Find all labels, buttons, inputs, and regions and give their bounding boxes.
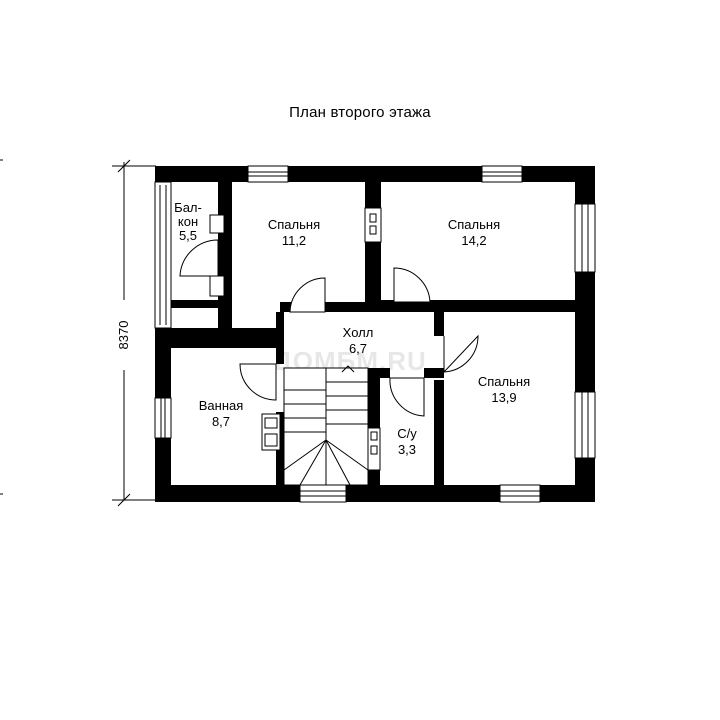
hall-label: Холл — [343, 325, 374, 340]
bedroom-1-label: Спальня — [268, 217, 320, 232]
bedroom-1-area: 11,2 — [282, 233, 306, 248]
bedroom-2-label: Спальня — [448, 217, 500, 232]
dimension-line: 8370 — [112, 159, 156, 507]
wc-area: 3,3 — [398, 442, 416, 457]
staircase — [283, 365, 369, 486]
bedroom-2-area: 14,2 — [461, 233, 486, 248]
room-bedroom-3: Спальня 13,9 — [478, 374, 530, 405]
balcony-label-line1: Бал- — [174, 200, 202, 215]
room-hall: Холл 6,7 — [343, 325, 374, 356]
wc-label: С/у — [397, 426, 417, 441]
room-bedroom-1: Спальня 11,2 — [268, 217, 320, 248]
door-swings — [179, 239, 479, 417]
room-wc: С/у 3,3 — [397, 426, 417, 457]
balcony-area: 5,5 — [179, 228, 197, 243]
bathroom-label: Ванная — [199, 398, 244, 413]
dimension-label: 8370 — [116, 321, 131, 350]
bedroom-3-area: 13,9 — [491, 390, 516, 405]
room-bathroom: Ванная 8,7 — [199, 398, 244, 429]
plan-title: План второго этажа — [289, 104, 431, 121]
bathroom-area: 8,7 — [212, 414, 230, 429]
room-balcony: Бал- кон 5,5 — [174, 200, 202, 243]
balcony-railing — [154, 181, 172, 329]
room-bedroom-2: Спальня 14,2 — [448, 217, 500, 248]
windows — [154, 165, 596, 503]
bedroom-3-label: Спальня — [478, 374, 530, 389]
hall-area: 6,7 — [349, 341, 367, 356]
bathroom-fixtures — [261, 413, 381, 471]
balcony-label-line2: кон — [178, 214, 198, 229]
